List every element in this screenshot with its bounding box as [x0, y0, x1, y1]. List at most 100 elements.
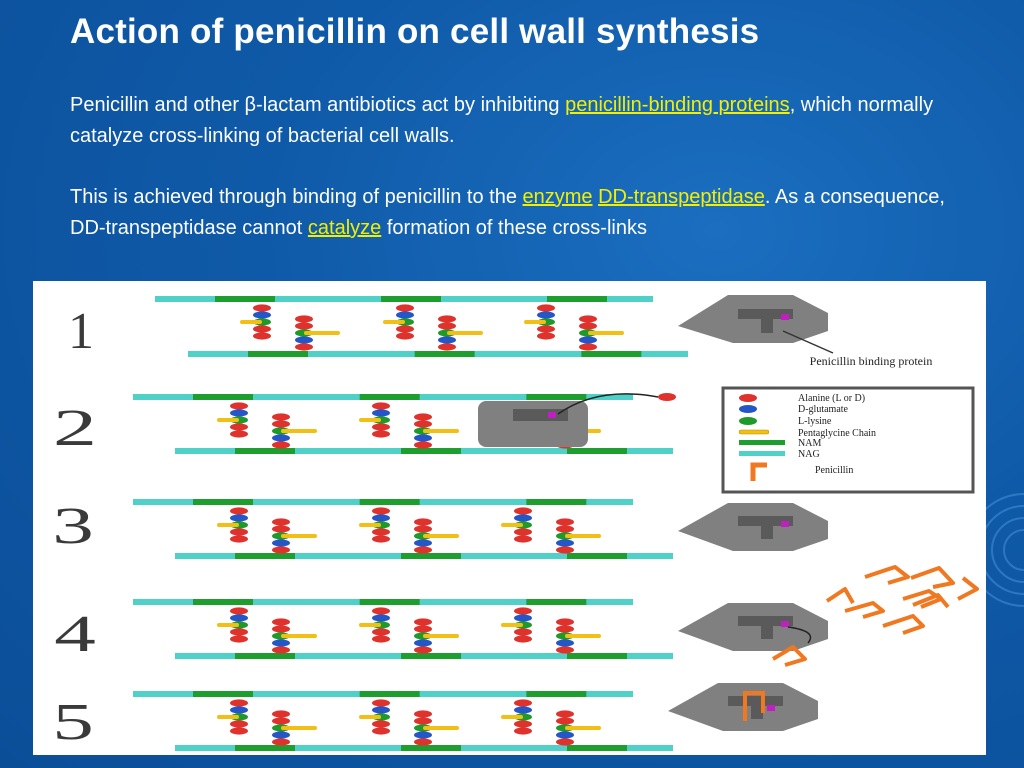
top-strand-nam: [526, 691, 587, 697]
peptide-bead: [514, 507, 532, 515]
peptide-bead: [272, 420, 290, 428]
bottom-strand-nam: [235, 448, 295, 454]
paragraph-transpeptidase: This is achieved through binding of peni…: [70, 182, 970, 244]
peptide-bead: [414, 546, 432, 554]
pentaglycine-chain: [423, 634, 459, 638]
pentaglycine-chain: [447, 331, 483, 335]
pbp-shape-step-1: [678, 295, 828, 343]
link-penicillin-binding-proteins[interactable]: penicillin-binding proteins: [565, 94, 790, 116]
peptide-bead: [272, 413, 290, 421]
glutamate-bead-icon: [739, 405, 757, 413]
top-strand-nam: [359, 599, 420, 605]
peptide-bead: [253, 332, 271, 340]
link-catalyze[interactable]: catalyze: [307, 217, 382, 239]
link-dd-transpeptidase[interactable]: DD-transpeptidase: [598, 186, 765, 208]
peptide-bead: [556, 731, 574, 739]
peptide-bead: [230, 528, 248, 536]
peptide-bead: [514, 535, 532, 543]
peptide-bead: [272, 441, 290, 449]
top-strand-nam: [193, 599, 253, 605]
peptide-bead: [438, 315, 456, 323]
pbp-pointer-line: [782, 330, 834, 354]
peptide-bead: [272, 546, 290, 554]
paragraph-text: Penicillin and other β-lactam antibiotic…: [70, 94, 566, 116]
bottom-strand-nam: [567, 553, 627, 559]
peptide-bead: [579, 343, 597, 351]
paragraph-text: . As a consequence, DD-transpeptidase ca…: [70, 186, 945, 239]
peptide-bead: [556, 539, 574, 547]
peptide-bead: [230, 535, 248, 543]
pentaglycine-chain: [359, 418, 381, 422]
alanine-bead-icon: [739, 394, 757, 402]
bottom-strand-nam: [567, 745, 627, 751]
peptide-bead: [537, 332, 555, 340]
top-strand-nam: [359, 691, 420, 697]
bottom-strand-nam: [401, 448, 461, 454]
peptide-bead: [272, 618, 290, 626]
peptide-bead: [372, 528, 390, 536]
peptide-bead: [556, 546, 574, 554]
peptide-bead: [372, 628, 390, 636]
peptide-bead: [230, 409, 248, 417]
nam-strand-icon: [739, 440, 785, 445]
pentaglycine-chain: [359, 523, 381, 527]
peptide-bead: [414, 710, 432, 718]
peptide-bead: [556, 618, 574, 626]
peptide-bead: [372, 430, 390, 438]
pentaglycine-chain: [281, 634, 317, 638]
peptide-bead: [537, 304, 555, 312]
peptide-bead: [295, 343, 313, 351]
peptide-bead: [514, 635, 532, 643]
peptide-bead: [579, 336, 597, 344]
bottom-strand-nam: [567, 653, 627, 659]
peptide-bead: [414, 434, 432, 442]
peptide-bead: [556, 710, 574, 718]
peptide-bead: [253, 304, 271, 312]
peptide-bead: [230, 507, 248, 515]
penicillin-molecule-icon: [771, 645, 807, 667]
bottom-strand-nam: [235, 745, 295, 751]
peptide-bead: [414, 731, 432, 739]
penicillin-molecule-icon: [882, 614, 925, 635]
top-strand-nam: [381, 296, 441, 302]
peptide-bead: [372, 635, 390, 643]
peptide-bead: [514, 528, 532, 536]
peptide-bead: [272, 717, 290, 725]
penicillin-molecule-icon: [957, 576, 979, 601]
peptide-bead: [295, 322, 313, 330]
peptide-bead: [230, 514, 248, 522]
bottom-strand-nam: [401, 553, 461, 559]
peptide-bead: [396, 311, 414, 319]
peptide-bead: [230, 607, 248, 615]
peptide-bead: [372, 727, 390, 735]
peptide-bead: [414, 639, 432, 647]
pentaglycine-chain: [524, 320, 546, 324]
peptide-bead: [414, 717, 432, 725]
penicillin-molecule-icon: [910, 566, 955, 589]
pentaglycine-chain: [217, 623, 239, 627]
nag-strand-icon: [739, 451, 785, 456]
peptide-bead: [372, 706, 390, 714]
bottom-strand-nam: [581, 351, 642, 357]
top-strand-nam: [526, 599, 587, 605]
peptide-bead: [556, 518, 574, 526]
peptide-bead: [514, 607, 532, 615]
peptide-bead: [537, 311, 555, 319]
peptide-bead: [396, 325, 414, 333]
bottom-strand-nam: [567, 448, 627, 454]
peptide-bead: [414, 618, 432, 626]
link-enzyme[interactable]: enzyme: [522, 186, 593, 208]
pbp-shape-step-4: [678, 603, 828, 651]
legend-label-alanine: Alanine (L or D): [798, 393, 865, 404]
peptide-bead: [372, 535, 390, 543]
peptide-bead: [514, 614, 532, 622]
peptide-bead: [295, 315, 313, 323]
pentaglycine-chain: [359, 623, 381, 627]
pentaglycine-chain: [359, 715, 381, 719]
peptide-bead: [556, 625, 574, 633]
peptide-bead: [556, 738, 574, 746]
top-strand-nam: [193, 394, 253, 400]
peptide-bead: [414, 413, 432, 421]
peptide-bead: [414, 518, 432, 526]
peptide-bead: [514, 699, 532, 707]
